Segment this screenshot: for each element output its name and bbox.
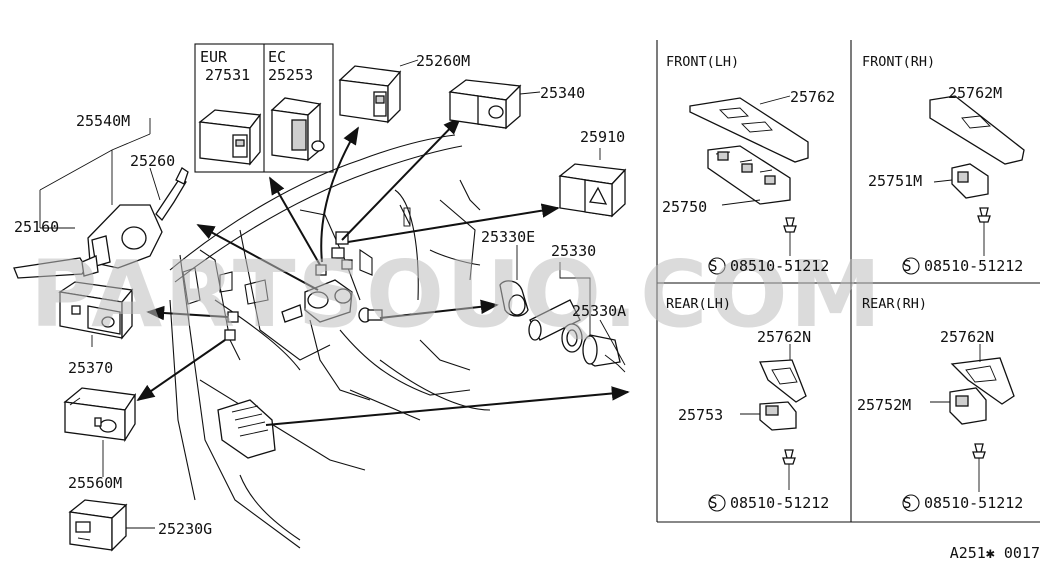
front-rh-parts: [929, 95, 1025, 256]
panel-front-rh: FRONT(RH) 25762M 25751M S 08510-51212: [862, 54, 1023, 275]
rear-lh-parts: [740, 344, 807, 490]
label-27531: 27531: [205, 66, 250, 84]
dashboard-outline: [169, 134, 491, 549]
label-25540M: 25540M: [76, 112, 130, 130]
panel-title-front-rh: FRONT(RH): [862, 54, 935, 70]
screw-symbol-front-rh: S: [902, 257, 911, 275]
front-lh-parts: [689, 95, 809, 256]
leader-lines-left: [39, 118, 591, 529]
panel-rear-rh: REAR(RH) 25762N 25752M S 08510-51212: [857, 296, 1023, 512]
lighter-socket-center: [358, 307, 383, 323]
label-25160: 25160: [14, 218, 59, 236]
label-25260: 25260: [130, 152, 175, 170]
label-rear-lh-part-a: 25762N: [757, 328, 811, 346]
switch-25560M: [63, 387, 137, 443]
label-25260M: 25260M: [416, 52, 470, 70]
label-25910: 25910: [580, 128, 625, 146]
label-25330A: 25330A: [572, 302, 626, 320]
panel-rear-lh: REAR(LH) 25762N 25753 S 08510-51212: [666, 296, 829, 512]
hazard-switch-25910: [558, 148, 627, 218]
label-front-rh-part-a: 25762M: [948, 84, 1002, 102]
label-rear-lh-screw: 08510-51212: [730, 494, 829, 512]
relay-25230G: [68, 499, 128, 552]
label-rear-rh-part-b: 25752M: [857, 396, 911, 414]
label-rear-lh-part-b: 25753: [678, 406, 723, 424]
eur-ec-inset: [194, 43, 334, 173]
label-eur: EUR: [200, 48, 228, 66]
switch-25370: [58, 281, 134, 340]
label-25330: 25330: [551, 242, 596, 260]
combination-switch-25540M: [13, 167, 189, 279]
panel-title-rear-lh: REAR(LH): [666, 296, 731, 312]
label-rear-rh-screw: 08510-51212: [924, 494, 1023, 512]
label-front-lh-part-b: 25750: [662, 198, 707, 216]
diagram-code: A251✱ 0017: [950, 544, 1040, 562]
label-front-lh-screw: 08510-51212: [730, 257, 829, 275]
label-25560M: 25560M: [68, 474, 122, 492]
label-25370: 25370: [68, 359, 113, 377]
label-front-rh-part-b: 25751M: [868, 172, 922, 190]
panel-title-front-lh: FRONT(LH): [666, 54, 739, 70]
label-front-lh-part-a: 25762: [790, 88, 835, 106]
steering-column: [224, 231, 353, 341]
switch-25260M: [338, 59, 419, 124]
window-switch-panel-grid: [656, 40, 1040, 523]
panel-title-rear-rh: REAR(RH): [862, 296, 927, 312]
part-labels: 25540M 25260 25160 25370 25560M 25230G E…: [14, 48, 626, 538]
rear-rh-parts: [930, 344, 1015, 492]
label-25230G: 25230G: [158, 520, 212, 538]
switch-25340: [448, 79, 541, 130]
watermark: PARTSOUQ.COM: [30, 241, 883, 348]
console-switch-panel: [217, 399, 276, 459]
label-25330E: 25330E: [481, 228, 535, 246]
label-front-rh-screw: 08510-51212: [924, 257, 1023, 275]
label-ec: EC: [268, 48, 286, 66]
screw-icon: [708, 257, 920, 512]
panel-front-lh: FRONT(LH) 25762 25750 S 08510-51212: [662, 54, 835, 275]
cigar-lighter-parts: [499, 280, 626, 373]
pointer-arrows: [136, 116, 630, 426]
label-25340: 25340: [540, 84, 585, 102]
screw-symbol-rear-lh: S: [708, 494, 717, 512]
label-rear-rh-part-a: 25762N: [940, 328, 994, 346]
label-25253: 25253: [268, 66, 313, 84]
screw-symbol-front-lh: S: [708, 257, 717, 275]
screw-symbol-rear-rh: S: [902, 494, 911, 512]
